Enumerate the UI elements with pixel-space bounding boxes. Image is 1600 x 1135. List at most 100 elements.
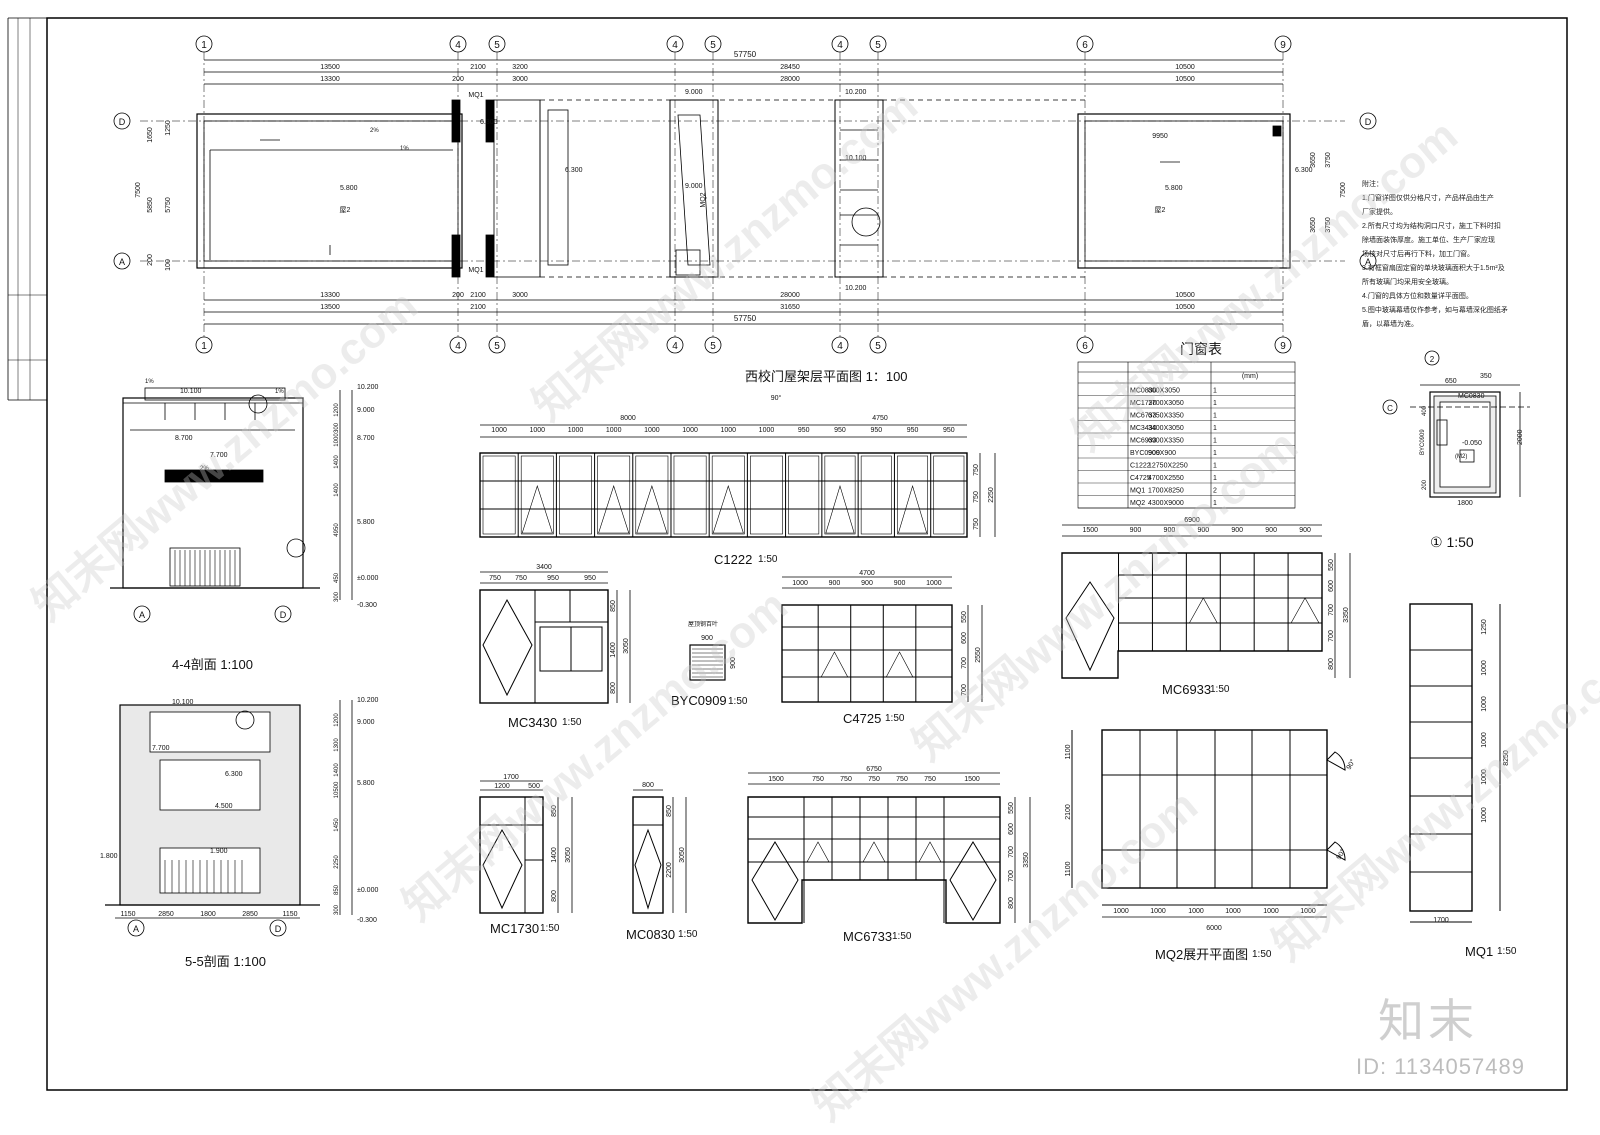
- table-cell-code: MQ2: [1130, 500, 1145, 507]
- dim-label: 2100: [1065, 804, 1072, 820]
- plan-label: 屋2: [1155, 206, 1166, 214]
- detail-label: (M2): [1455, 454, 1467, 460]
- mc6933-title: MC6933: [1162, 682, 1212, 697]
- dim-label: 700: [961, 684, 968, 696]
- axis-label: D: [275, 924, 282, 934]
- dim-label: 3050: [679, 847, 686, 863]
- table-cell-qty: 1: [1213, 400, 1217, 407]
- elevation-mark: 8.700: [175, 435, 193, 442]
- dim-label: 850: [334, 884, 340, 895]
- dim-label: 1000: [1263, 908, 1279, 915]
- plan-label: MQ2: [700, 192, 707, 207]
- dim-label: 1000: [759, 427, 775, 434]
- axis-label: 4: [837, 341, 843, 352]
- axis-bubble: [488, 35, 506, 53]
- c1222-scale: 1:50: [758, 554, 778, 565]
- axis-label: 9: [1280, 40, 1286, 51]
- elevation-mark: 10.200: [845, 285, 867, 292]
- casement-opening: [862, 841, 886, 863]
- dim-label: 3200: [512, 64, 528, 71]
- dim-label: 750: [489, 575, 501, 582]
- dim-total: 1700: [503, 774, 519, 781]
- axis-label: 4: [455, 40, 461, 51]
- dim-label: 700: [1008, 870, 1015, 882]
- axis-bubble: [1274, 336, 1292, 354]
- dim-label: 1650: [147, 127, 154, 143]
- axis-bubble: [195, 336, 213, 354]
- id-label: ID: 1134057489: [1356, 1054, 1525, 1079]
- dim-label: 900: [861, 580, 873, 587]
- axis-bubble: [869, 336, 887, 354]
- axis-bubble: [1076, 336, 1094, 354]
- axis-bubble: [704, 336, 722, 354]
- notes-line: 3.有框窗扇固定窗的单块玻璃面积大于1.5m²及: [1362, 265, 1505, 272]
- dim-label: 1100: [1065, 744, 1072, 759]
- axis-bubble: [704, 35, 722, 53]
- dim-label: 1300: [334, 738, 340, 752]
- dim-label: 950: [907, 427, 919, 434]
- dim-label: 700: [961, 657, 968, 669]
- detail-label: BYC0909: [1420, 429, 1426, 455]
- notes-line: 所有玻璃门均采用安全玻璃。: [1362, 279, 1453, 286]
- door-mc3430: [479, 589, 609, 704]
- dim-label: 1100: [1065, 861, 1072, 876]
- notes-line: 盾，以幕墙为准。: [1362, 321, 1418, 328]
- axis-label: 6: [1082, 40, 1088, 51]
- dim-label: 600: [1328, 580, 1335, 592]
- dim-label: 1400: [334, 455, 340, 469]
- dim-label: 1500: [1082, 527, 1098, 534]
- elevation-mark: 6.300: [480, 119, 498, 126]
- window-pane: [482, 455, 516, 535]
- c4725-scale: 1:50: [885, 713, 905, 724]
- mq2-scale: 1:50: [1252, 949, 1272, 960]
- c1222-title: C1222: [714, 552, 753, 567]
- window-pane: [824, 455, 856, 535]
- dim-label: 950: [547, 575, 559, 582]
- dim-total: 4750: [872, 415, 888, 422]
- dim-label: 1200: [494, 783, 510, 790]
- door-mc1730: [479, 796, 544, 914]
- elevation-mark: 4.500: [215, 803, 233, 810]
- axis-bubble: [113, 252, 131, 270]
- table-unit: (mm): [1242, 373, 1258, 380]
- dim-label: 550: [1328, 559, 1335, 571]
- plan-label: 屋2: [340, 206, 351, 214]
- dim-label: 750: [812, 776, 824, 783]
- dim-label: 1500: [964, 776, 980, 783]
- dim-label: 900: [1197, 527, 1209, 534]
- slope-mark: 1%: [145, 379, 154, 385]
- dim-label: 7500: [1340, 182, 1347, 198]
- window-c1222: [479, 452, 968, 538]
- dim-label: 850: [610, 600, 617, 612]
- notes-title: 附注：: [1362, 181, 1383, 188]
- dim-label: 1150: [282, 911, 297, 918]
- dim-label: 400: [1422, 405, 1428, 416]
- dim-label: 900: [1130, 527, 1142, 534]
- axis-label: A: [133, 924, 139, 934]
- dim-label: 28000: [780, 292, 800, 299]
- dim-label: 1000: [1481, 660, 1488, 676]
- slope-mark: 1%: [275, 389, 284, 395]
- casement-opening: [820, 651, 849, 678]
- axis-bubble: [666, 35, 684, 53]
- dim-label: 200: [1422, 479, 1428, 490]
- dim-label: 7500: [135, 182, 142, 198]
- slope-mark: 2%: [200, 466, 209, 472]
- dim-label: 900: [1231, 527, 1243, 534]
- dim-label: 1000: [568, 427, 584, 434]
- mc0830-title: MC0830: [626, 927, 676, 942]
- axis-bubble: [133, 605, 151, 623]
- elevation-mark: 5.800: [357, 519, 375, 526]
- window-pane: [897, 455, 929, 535]
- table-cell-qty: 1: [1213, 475, 1217, 482]
- axis-label: 9: [1280, 341, 1286, 352]
- dim-label: 600: [961, 632, 968, 644]
- dim-label: 3050: [565, 847, 572, 863]
- window-pane: [673, 455, 707, 535]
- dim-label: 750: [924, 776, 936, 783]
- byc0909-scale: 1:50: [728, 696, 748, 707]
- dim-label: 4950: [334, 523, 340, 537]
- dim-label: 950: [870, 427, 882, 434]
- window-pane: [597, 455, 631, 535]
